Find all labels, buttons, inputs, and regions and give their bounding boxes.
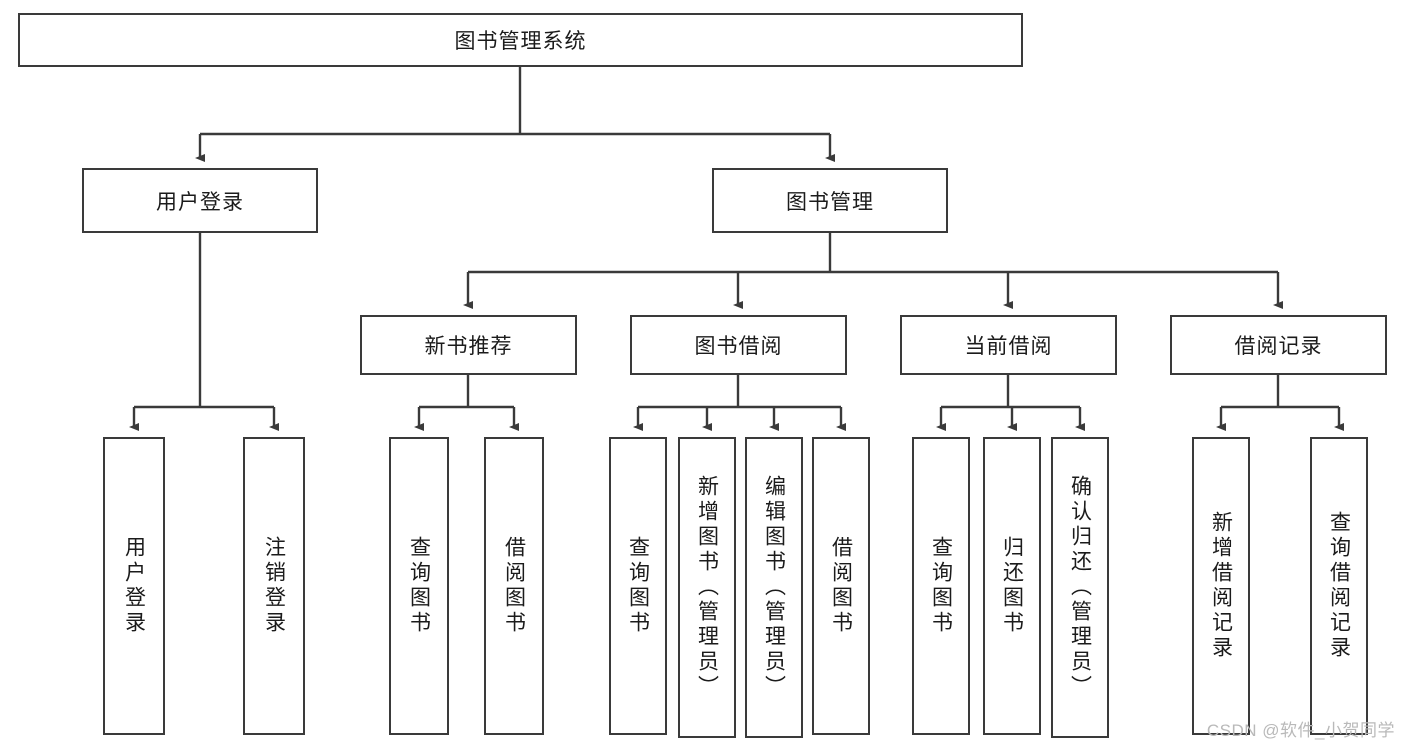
node-leaf-add-book[interactable]: 新增图书（管理员） — [678, 437, 736, 738]
node-leaf-return-book-label: 归还图书 — [1000, 536, 1024, 636]
node-user-login[interactable]: 用户登录 — [82, 168, 318, 233]
node-leaf-add-record-label: 新增借阅记录 — [1209, 511, 1233, 661]
node-leaf-query-book-1[interactable]: 查询图书 — [389, 437, 449, 735]
node-leaf-query-record[interactable]: 查询借阅记录 — [1310, 437, 1368, 735]
node-leaf-borrow-book-2-label: 借阅图书 — [829, 536, 853, 636]
node-new-book-recommend[interactable]: 新书推荐 — [360, 315, 577, 375]
node-leaf-query-book-2[interactable]: 查询图书 — [609, 437, 667, 735]
node-leaf-query-book-3-label: 查询图书 — [929, 536, 953, 636]
node-book-borrow[interactable]: 图书借阅 — [630, 315, 847, 375]
node-borrow-record[interactable]: 借阅记录 — [1170, 315, 1387, 375]
node-leaf-query-book-3[interactable]: 查询图书 — [912, 437, 970, 735]
node-leaf-user-login-label: 用户登录 — [122, 536, 146, 636]
node-leaf-user-login[interactable]: 用户登录 — [103, 437, 165, 735]
node-leaf-borrow-book-1-label: 借阅图书 — [502, 536, 526, 636]
node-leaf-query-book-1-label: 查询图书 — [407, 536, 431, 636]
node-leaf-borrow-book-1[interactable]: 借阅图书 — [484, 437, 544, 735]
node-root-label: 图书管理系统 — [454, 30, 587, 53]
node-current-borrow[interactable]: 当前借阅 — [900, 315, 1117, 375]
node-leaf-edit-book-label: 编辑图书（管理员） — [762, 475, 786, 700]
node-leaf-confirm-return-label: 确认归还（管理员） — [1068, 475, 1092, 700]
node-leaf-query-book-2-label: 查询图书 — [626, 536, 650, 636]
node-user-login-label: 用户登录 — [156, 190, 244, 214]
node-borrow-record-label: 借阅记录 — [1234, 335, 1323, 358]
node-leaf-edit-book[interactable]: 编辑图书（管理员） — [745, 437, 803, 738]
node-leaf-add-book-label: 新增图书（管理员） — [695, 475, 719, 700]
node-book-borrow-label: 图书借阅 — [694, 335, 783, 358]
node-leaf-add-record[interactable]: 新增借阅记录 — [1192, 437, 1250, 735]
node-leaf-return-book[interactable]: 归还图书 — [983, 437, 1041, 735]
node-current-borrow-label: 当前借阅 — [964, 335, 1053, 358]
node-leaf-borrow-book-2[interactable]: 借阅图书 — [812, 437, 870, 735]
node-book-manage-label: 图书管理 — [786, 190, 874, 214]
node-book-manage[interactable]: 图书管理 — [712, 168, 948, 233]
node-leaf-user-logout[interactable]: 注销登录 — [243, 437, 305, 735]
node-new-book-recommend-label: 新书推荐 — [424, 335, 513, 358]
node-leaf-query-record-label: 查询借阅记录 — [1327, 511, 1351, 661]
node-leaf-user-logout-label: 注销登录 — [262, 536, 286, 636]
node-root[interactable]: 图书管理系统 — [18, 13, 1023, 67]
node-leaf-confirm-return[interactable]: 确认归还（管理员） — [1051, 437, 1109, 738]
